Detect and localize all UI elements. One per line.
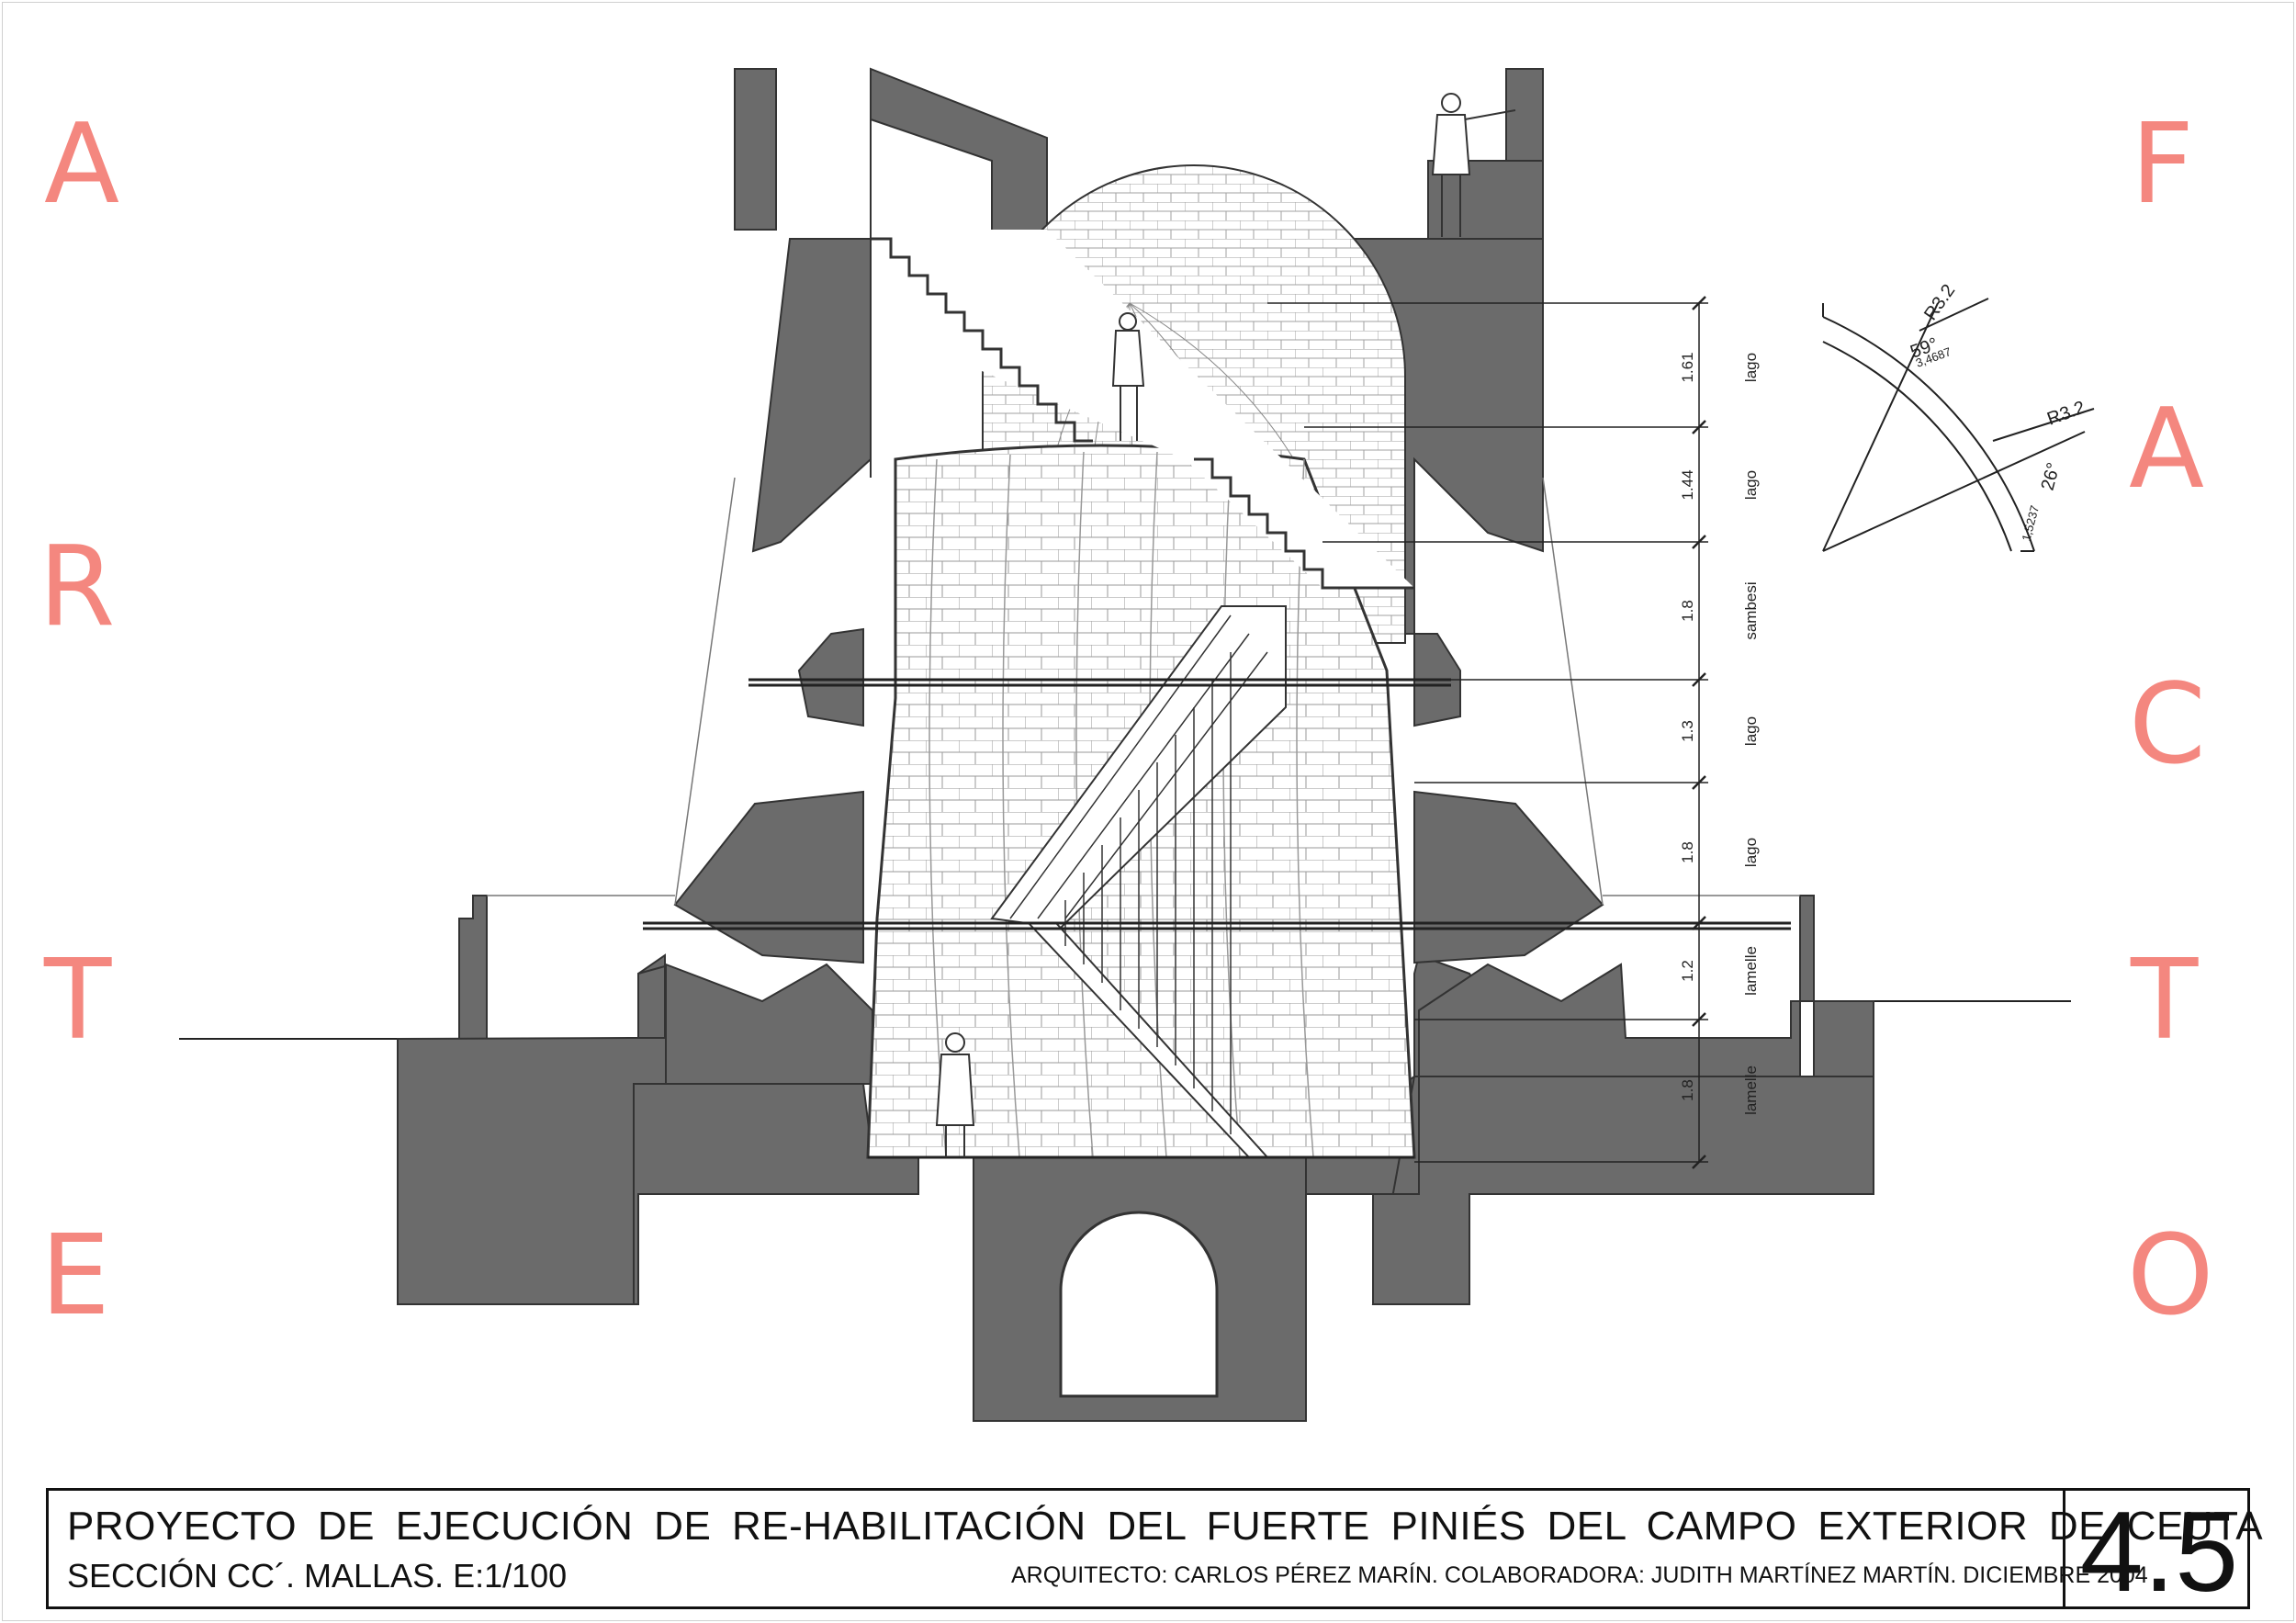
dim-material-1: lago	[1742, 353, 1760, 382]
dim-value-6: 1.2	[1679, 960, 1696, 982]
dim-material-6: lamelle	[1742, 946, 1760, 996]
arc-detail	[1822, 298, 2095, 552]
side-letter-t2: T	[2131, 937, 2199, 1065]
side-letter-t: T	[44, 937, 112, 1065]
dim-value-5: 1.8	[1679, 841, 1696, 863]
tunnel	[1059, 1211, 1219, 1398]
dim-material-4: lago	[1742, 716, 1760, 746]
side-letter-r: R	[39, 524, 116, 651]
dimension-labels: 1.61 lago 1.44 lago 1.8 sambesi 1.3 lago…	[1679, 352, 1760, 1114]
dimension-chain	[1267, 296, 1708, 1169]
dim-material-7: lamelle	[1742, 1065, 1760, 1115]
title-block: PROYECTO DE EJECUCIÓN DE RE-HABILITACIÓN…	[46, 1488, 2263, 1616]
sheet-number: 4.5	[2079, 1489, 2239, 1616]
dim-value-7: 1.8	[1679, 1079, 1696, 1101]
taper-lines	[487, 477, 1800, 906]
human-figure-dome	[1111, 312, 1145, 441]
dim-material-2: lago	[1742, 470, 1760, 500]
dim-value-3: 1.8	[1679, 600, 1696, 622]
side-letter-e: E	[40, 1212, 110, 1340]
sheet-number-box: 4.5	[2063, 1489, 2250, 1616]
drawing-subtitle: SECCIÓN CC´. MALLAS. E:1/100	[67, 1557, 568, 1595]
side-letter-a: A	[44, 101, 120, 229]
dim-material-3: sambesi	[1742, 581, 1760, 639]
dim-value-1: 1.61	[1679, 352, 1696, 382]
side-letter-a2: A	[2129, 386, 2205, 513]
side-letter-o: O	[2127, 1212, 2214, 1340]
left-terraces	[397, 895, 873, 1305]
side-letter-f: F	[2131, 101, 2195, 229]
dim-material-5: lago	[1742, 838, 1760, 867]
dim-value-4: 1.3	[1679, 720, 1696, 742]
author-credit: ARQUITECTO: CARLOS PÉREZ MARÍN. COLABORA…	[1011, 1562, 2148, 1588]
project-title: PROYECTO DE EJECUCIÓN DE RE-HABILITACIÓN…	[67, 1504, 2264, 1549]
upper-stair	[870, 69, 1414, 590]
right-terraces	[1372, 895, 1874, 1305]
side-letter-c: C	[2129, 661, 2206, 789]
human-figure-top	[1431, 93, 1516, 237]
dim-value-2: 1.44	[1679, 469, 1696, 500]
human-figure-bottom	[935, 1032, 975, 1157]
